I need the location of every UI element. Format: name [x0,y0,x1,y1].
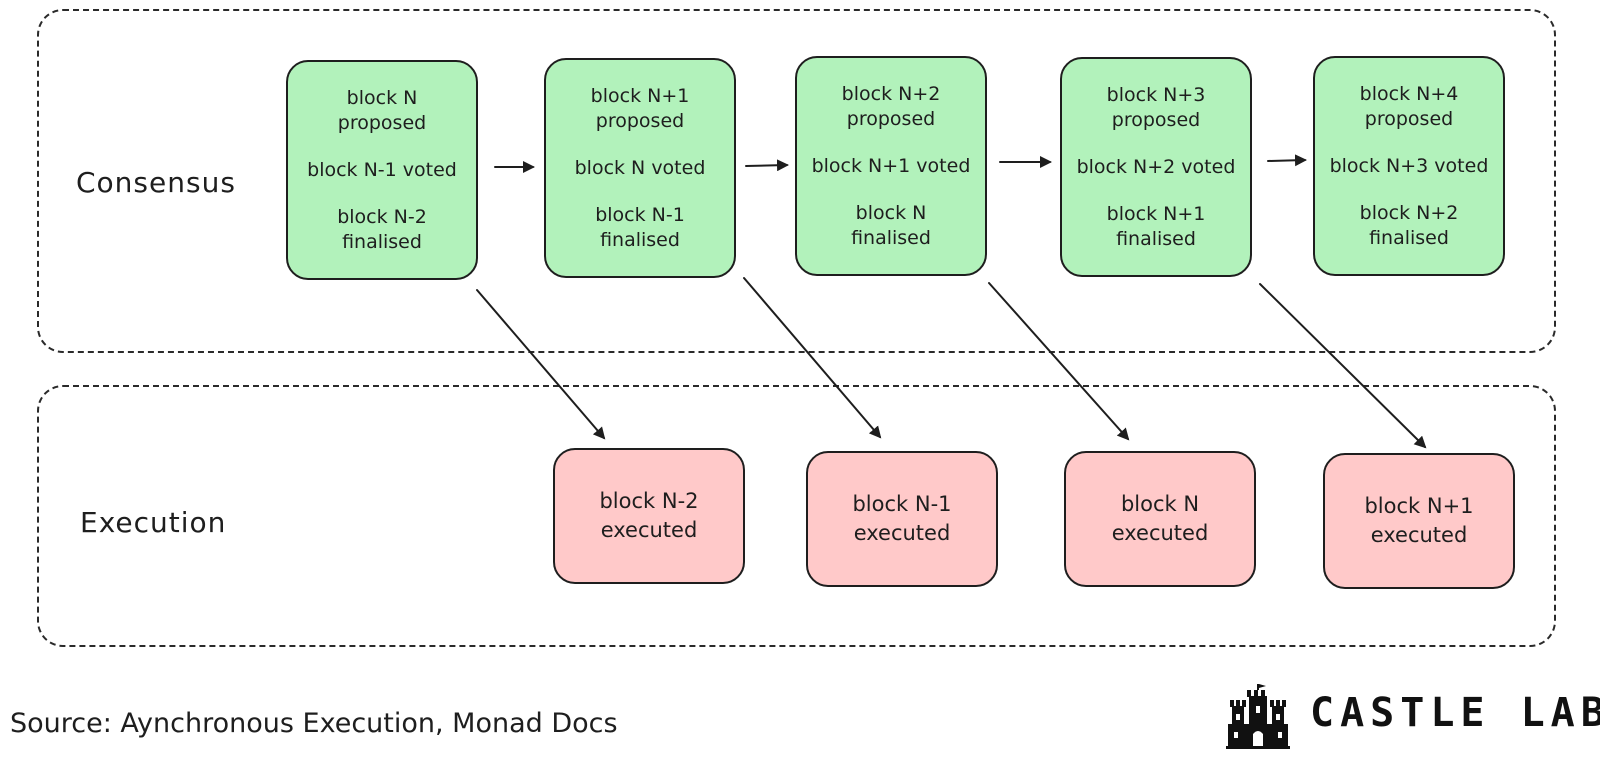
consensus-block-3: block N+2 proposed block N+1 voted block… [795,56,987,276]
consensus-block-2: block N+1 proposed block N voted block N… [544,58,736,278]
proposed-line-1: block N+2 [841,82,941,105]
voted-line: block N-1 voted [307,158,457,181]
proposed-line-2: proposed [1364,107,1454,130]
executed-line-2: executed [1370,523,1468,547]
finalised-line-1: block N+1 [1106,202,1206,225]
finalised-line-1: block N [855,201,927,224]
execution-block-1: block N-2 executed [553,448,745,584]
proposed-line-1: block N [346,86,418,109]
proposed-line-1: block N+1 [590,84,690,107]
finalised-line-2: finalised [1116,227,1196,250]
voted-line: block N+2 voted [1076,155,1236,178]
voted-line: block N voted [574,156,706,179]
source-caption: Source: Aynchronous Execution, Monad Doc… [10,708,618,739]
brand-name: CASTLE LABS [1310,690,1600,736]
consensus-block-1: block N proposed block N-1 voted block N… [286,60,478,280]
execution-block-3: block N executed [1064,451,1256,587]
execution-lane-label: Execution [80,506,227,539]
executed-line-2: executed [853,521,951,545]
proposed-line-2: proposed [846,107,936,130]
proposed-line-2: proposed [1111,108,1201,131]
executed-line-1: block N-2 [599,489,699,513]
proposed-line-1: block N+3 [1106,83,1206,106]
finalised-line-2: finalised [1369,226,1449,249]
executed-line-2: executed [1111,521,1209,545]
voted-line: block N+3 voted [1329,154,1489,177]
finalised-line-2: finalised [342,230,422,253]
proposed-line-2: proposed [337,111,427,134]
castle-labs-logo: CASTLE LABS [1226,684,1600,750]
executed-line-1: block N-1 [852,492,952,516]
consensus-block-5: block N+4 proposed block N+3 voted block… [1313,56,1505,276]
consensus-lane-label: Consensus [76,166,236,199]
proposed-line-1: block N+4 [1359,82,1459,105]
proposed-line-2: proposed [595,109,685,132]
finalised-line-1: block N-1 [595,203,685,226]
finalised-line-1: block N+2 [1359,201,1459,224]
castle-icon [1226,684,1290,749]
voted-line: block N+1 voted [811,154,971,177]
executed-line-1: block N+1 [1364,494,1474,518]
executed-line-2: executed [600,518,698,542]
execution-block-2: block N-1 executed [806,451,998,587]
finalised-line-2: finalised [600,228,680,251]
execution-block-4: block N+1 executed [1323,453,1515,589]
finalised-line-1: block N-2 [337,205,427,228]
executed-line-1: block N [1120,492,1200,516]
finalised-line-2: finalised [851,226,931,249]
consensus-block-4: block N+3 proposed block N+2 voted block… [1060,57,1252,277]
